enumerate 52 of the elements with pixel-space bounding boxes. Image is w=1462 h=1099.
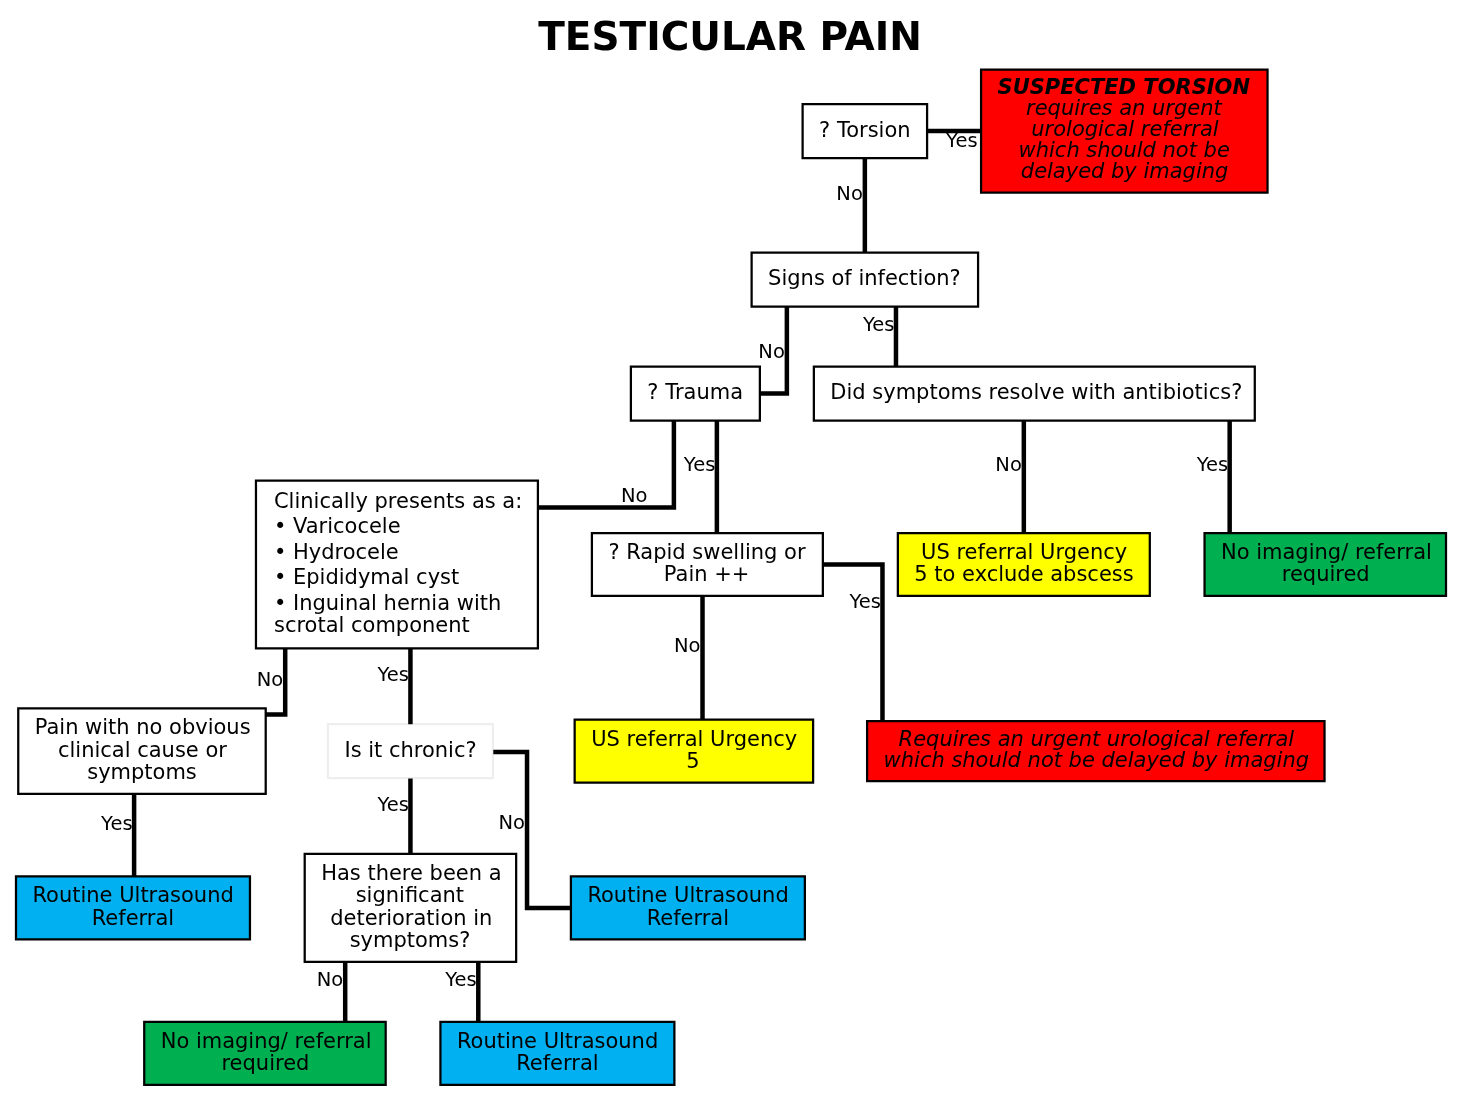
diagram-title: TESTICULAR PAIN [538,13,922,59]
connector [476,962,481,1022]
connector [893,306,899,367]
connector [342,962,348,1022]
connector [265,648,288,717]
connector [1021,420,1027,533]
node-box: ? Trauma [629,365,761,422]
edge-label: Yes [862,313,895,337]
node-box: Clinically presents as a: • Varicocele • Hydrocele • Epididymal cyst • Inguinal hernia with scrotal component [254,479,540,650]
edge-label: No [498,811,526,835]
node-box: Routine Ultrasound Referral [569,875,806,941]
node-box: Routine Ultrasound Referral [14,875,252,941]
edge-label: Yes [1196,453,1229,477]
connector [823,562,885,722]
connector [862,158,868,253]
node-box: No imaging/ referral required [1203,531,1448,598]
connector [493,749,571,911]
connector [714,420,720,533]
edge-label: Yes [849,589,881,613]
node-box: Did symptoms resolve with antibiotics? [812,365,1256,422]
node-box: Has there been a significant deterioration in symptoms? [303,852,518,964]
node-box: Is it chronic? [326,723,495,780]
node-box: ? Rapid swelling or Pain ++ [590,531,824,598]
edge-label: Yes [377,792,409,816]
connector [700,596,705,720]
edge-label: Yes [101,811,133,835]
connector [408,648,413,725]
node-box: US referral Urgency 5 [573,718,815,784]
node-box: No imaging/ referral required [143,1020,387,1087]
node-box: Routine Ultrasound Referral [439,1020,676,1087]
edge-label: No [316,968,344,992]
connector [927,128,981,134]
edge-label: No [621,484,648,508]
edge-label: No [758,340,785,364]
edge-label: Yes [683,453,716,477]
node-box: SUSPECTED TORSION requires an urgent urological referral which should not be delayed by imaging [979,68,1269,194]
edge-label: No [995,453,1022,477]
node-box: Pain with no obvious clinical cause or symptoms [17,707,267,796]
edge-label: No [674,634,701,658]
node-box: ? Torsion [801,102,929,160]
edge-label: Yes [377,663,409,686]
connector [131,794,137,877]
node-box: Signs of infection? [750,251,980,308]
node-box: US referral Urgency 5 to exclude abscess [896,531,1151,598]
edge-label: Yes [445,968,477,992]
edge-label: No [256,667,284,691]
node-box: Requires an urgent urological referral which should not be delayed by imaging [865,720,1326,783]
connector [408,778,413,854]
connector [538,420,677,510]
edge-label: Yes [946,128,978,152]
edge-label: No [836,182,863,205]
connector [1227,420,1232,533]
